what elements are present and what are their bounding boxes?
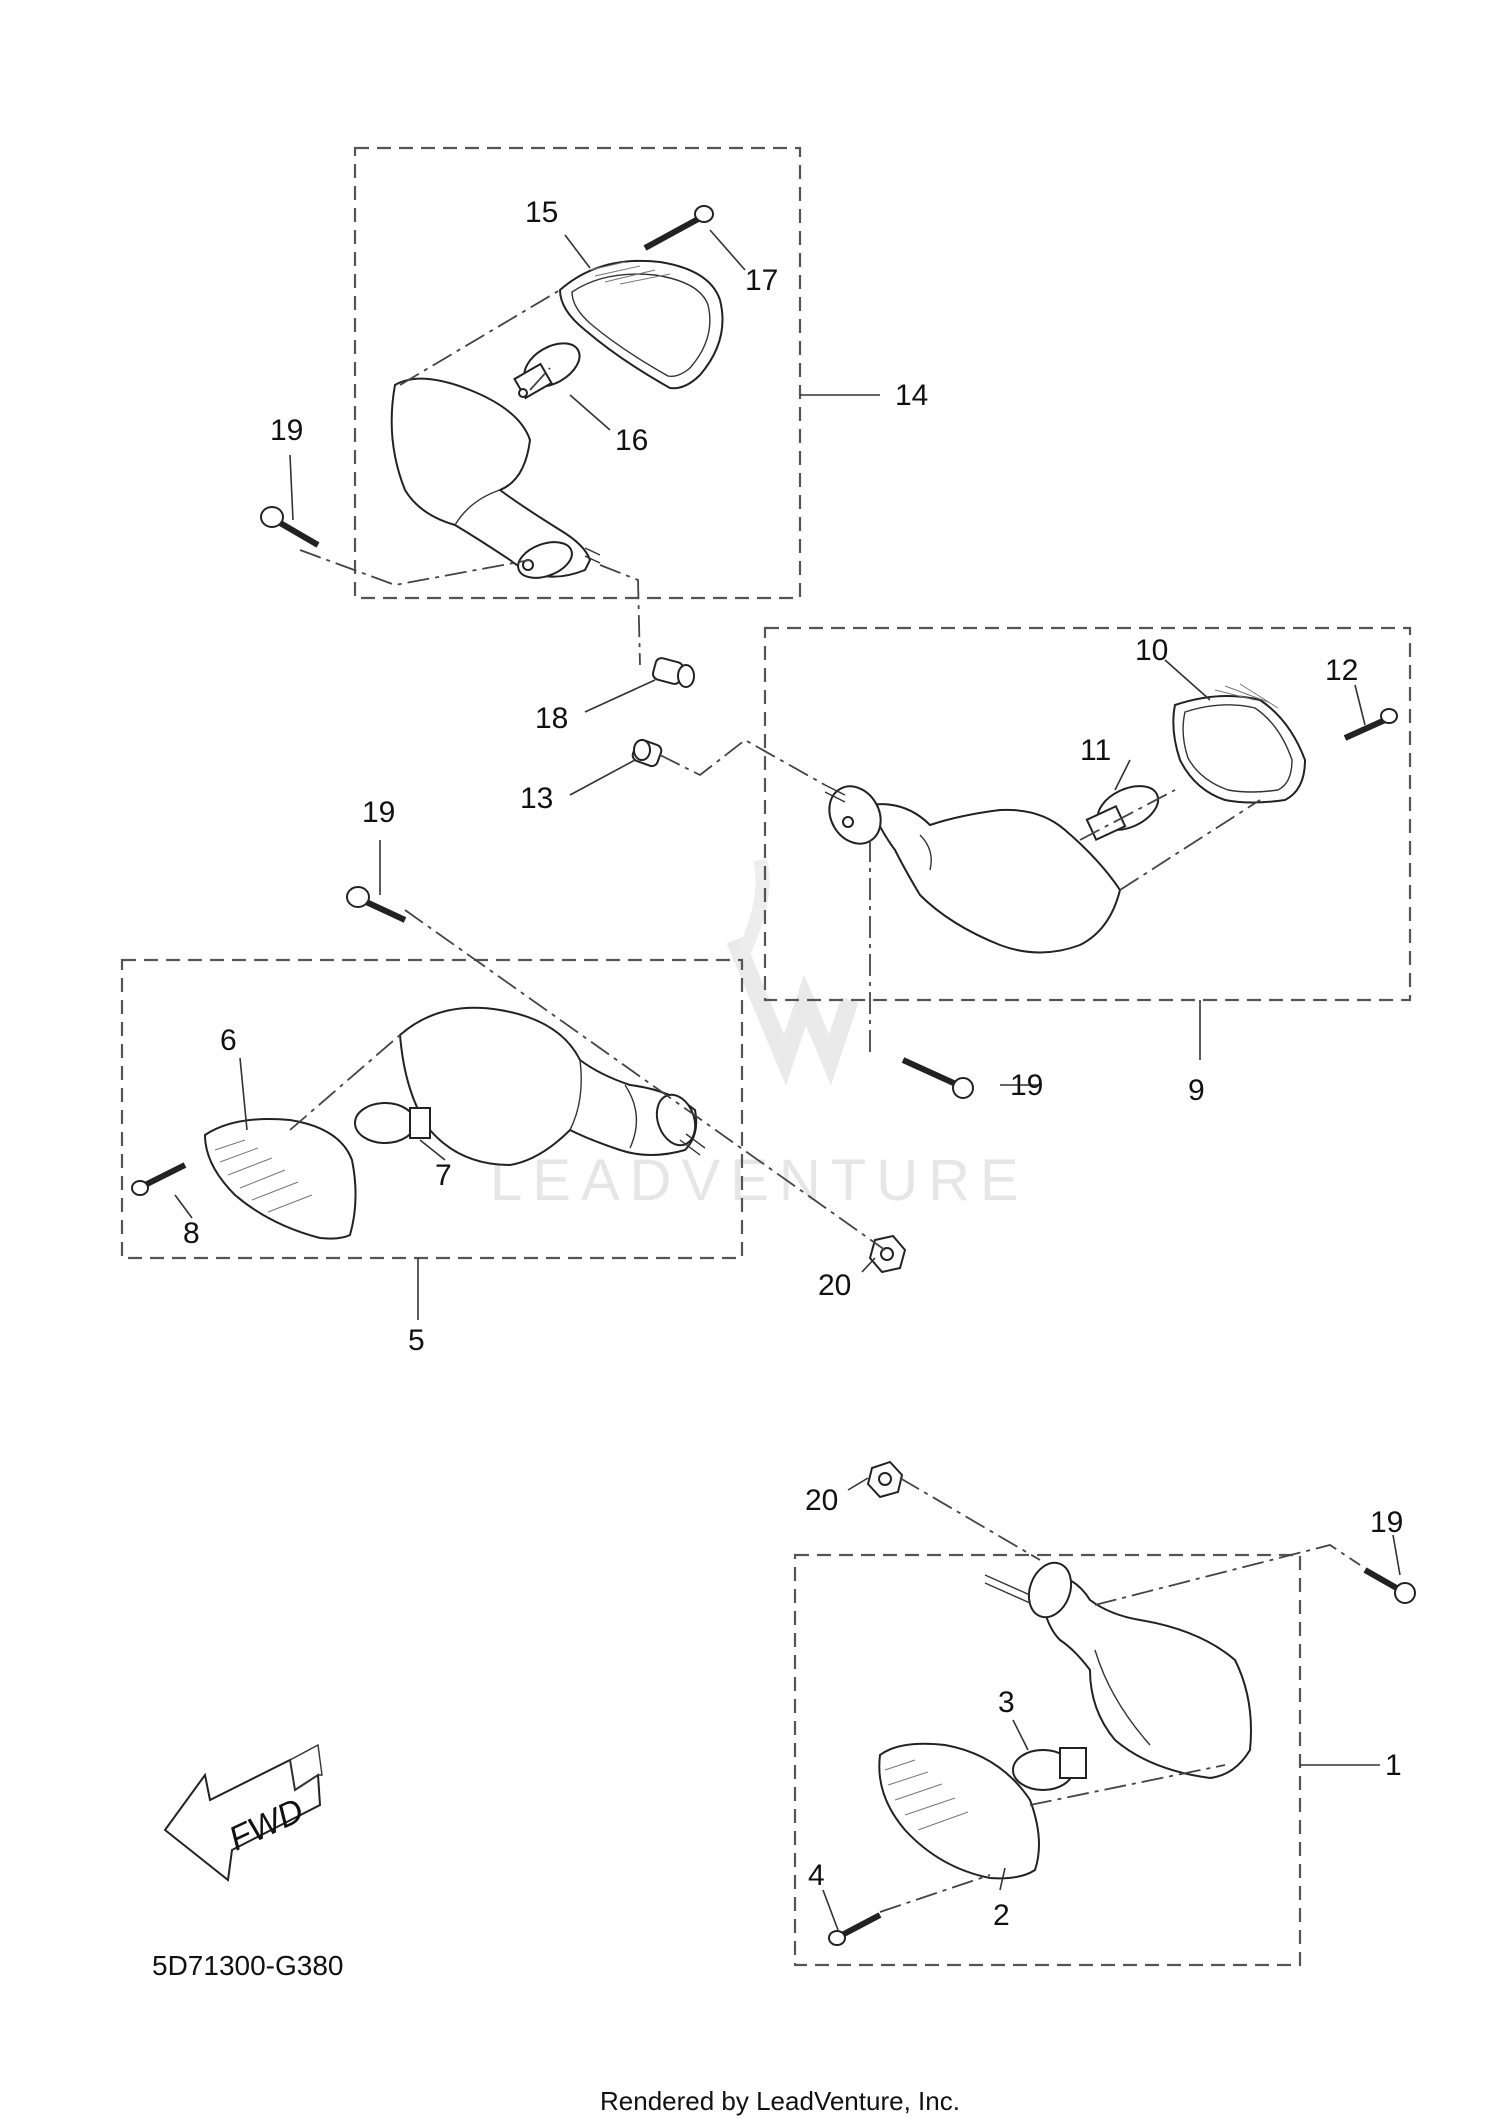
callout-12: 12 bbox=[1325, 654, 1358, 687]
callout-19c: 19 bbox=[1010, 1069, 1043, 1102]
screw-19-mid-left bbox=[346, 886, 407, 923]
callout-9: 9 bbox=[1188, 1074, 1205, 1107]
footer-credit: Rendered by LeadVenture, Inc. bbox=[600, 2086, 960, 2116]
callout-15: 15 bbox=[525, 196, 558, 229]
fwd-arrow: FWD bbox=[163, 1743, 323, 1882]
nut-20-bottom bbox=[866, 1460, 904, 1499]
watermark-logo bbox=[726, 858, 859, 1086]
callout-19d: 19 bbox=[1370, 1506, 1403, 1539]
screw-8 bbox=[131, 1162, 187, 1196]
assembly-box-1 bbox=[793, 1553, 1302, 1967]
connector-18 bbox=[651, 657, 695, 688]
bulb-7 bbox=[354, 1102, 431, 1144]
screw-19-bottom bbox=[1363, 1567, 1416, 1604]
bulb-16 bbox=[513, 342, 581, 400]
nut-20-mid bbox=[868, 1234, 907, 1274]
callout-2: 2 bbox=[993, 1899, 1010, 1932]
assembly-box-5 bbox=[120, 958, 744, 1260]
screw-12 bbox=[1343, 708, 1398, 741]
bulb-3 bbox=[1012, 1747, 1087, 1791]
callout-3: 3 bbox=[998, 1686, 1015, 1719]
diagram-code: 5D71300-G380 bbox=[152, 1950, 343, 1981]
assembly-box-9 bbox=[763, 626, 1412, 1002]
callout-20a: 20 bbox=[818, 1269, 851, 1302]
flasher-assembly-14 bbox=[390, 205, 724, 579]
callout-14: 14 bbox=[895, 379, 928, 412]
watermark-text: LEADVENTURE bbox=[490, 1148, 1029, 1213]
callout-8: 8 bbox=[183, 1217, 200, 1250]
callout-20b: 20 bbox=[805, 1484, 838, 1517]
flasher-assembly-9 bbox=[824, 683, 1398, 954]
flasher-assembly-1 bbox=[828, 1561, 1252, 1946]
flasher-assembly-5 bbox=[131, 1006, 706, 1240]
callout-13: 13 bbox=[520, 782, 553, 815]
leader-lines bbox=[174, 229, 1401, 1931]
callout-4: 4 bbox=[808, 1859, 825, 1892]
callout-19a: 19 bbox=[270, 414, 303, 447]
callout-6: 6 bbox=[220, 1024, 237, 1057]
callout-11: 11 bbox=[1080, 734, 1111, 767]
callout-18: 18 bbox=[535, 702, 568, 735]
callout-1: 1 bbox=[1385, 1749, 1402, 1782]
screw-4 bbox=[828, 1912, 882, 1946]
connector-13 bbox=[631, 738, 663, 768]
callout-10: 10 bbox=[1135, 634, 1168, 667]
callout-7: 7 bbox=[435, 1159, 452, 1192]
callout-16: 16 bbox=[615, 424, 648, 457]
screw-19-mid-right bbox=[901, 1057, 974, 1099]
callout-19b: 19 bbox=[362, 796, 395, 829]
screw-17 bbox=[643, 205, 714, 251]
callout-5: 5 bbox=[408, 1324, 425, 1357]
assembly-box-14 bbox=[353, 146, 802, 600]
callout-17: 17 bbox=[745, 264, 778, 297]
screw-19-top bbox=[260, 506, 320, 548]
